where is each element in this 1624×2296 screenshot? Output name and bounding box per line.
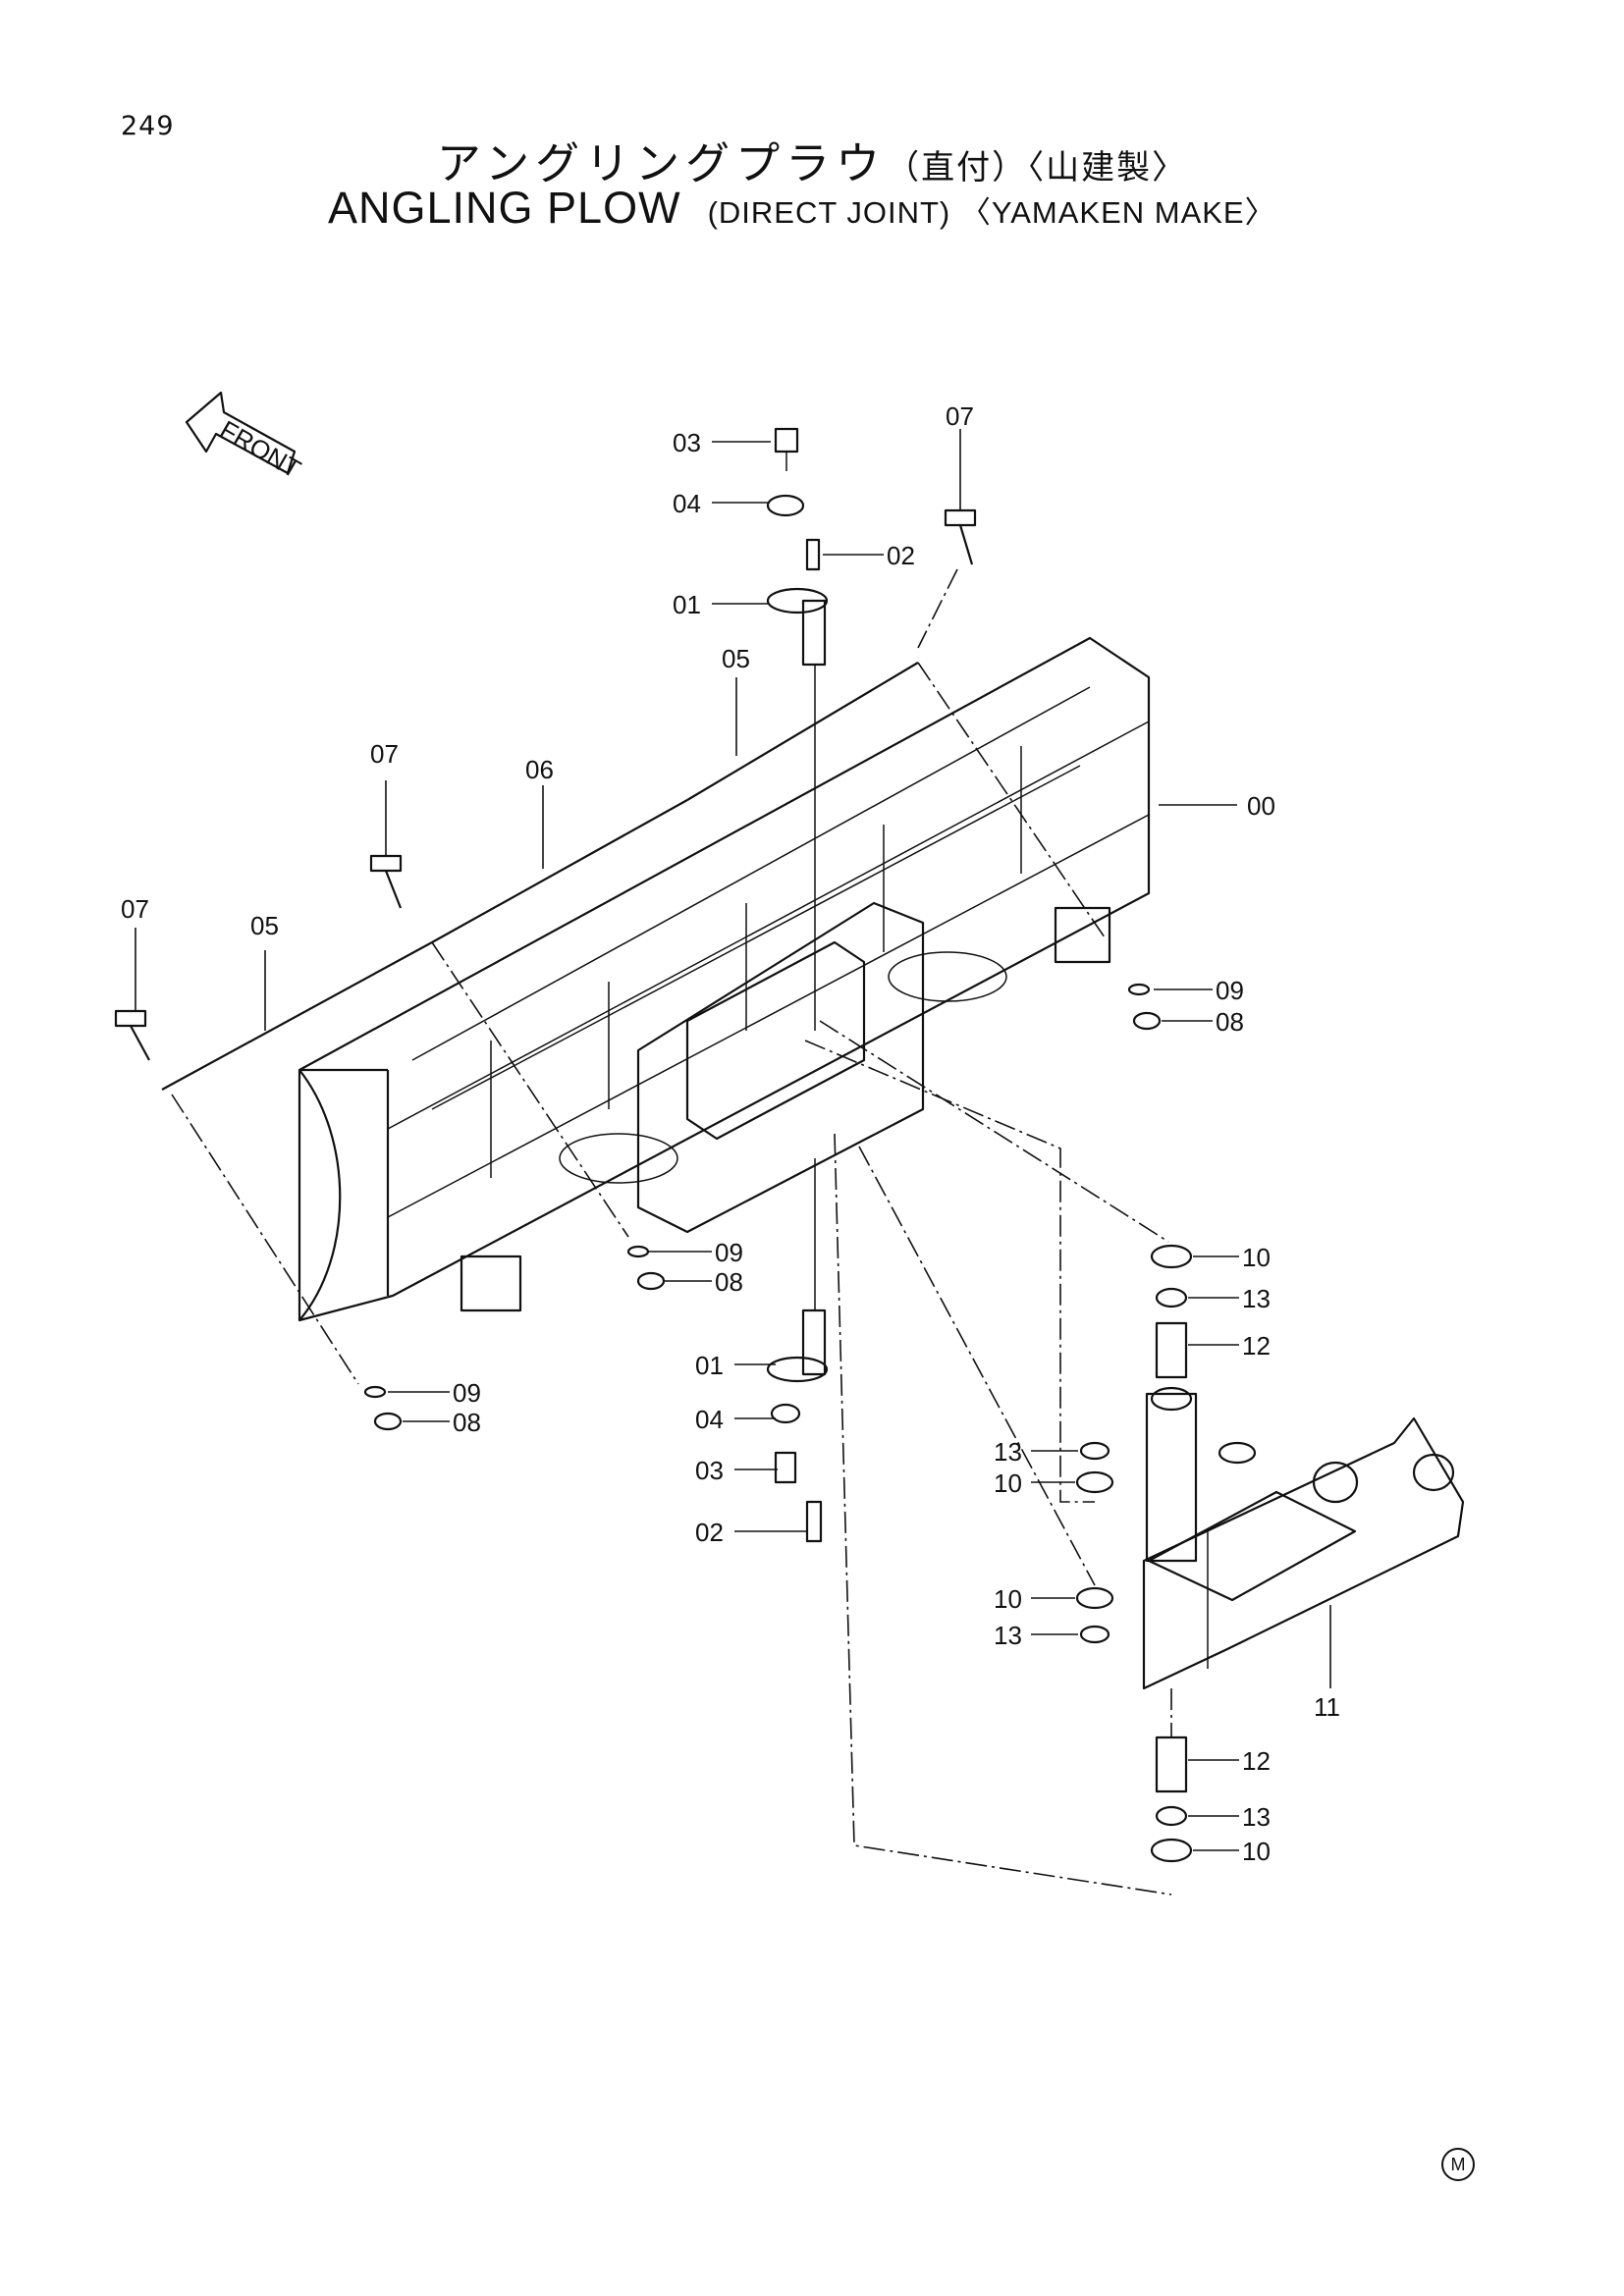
callout-09-right: 09 [1216, 976, 1244, 1005]
title-japanese-suffix: （直付）〈山建製〉 [886, 148, 1188, 187]
manufacturer-mark-icon: M [1441, 2148, 1475, 2181]
center-pin-assembly-bottom [766, 1158, 829, 1543]
cutting-edge-strips [161, 662, 1106, 1385]
callout-09-left: 09 [453, 1378, 481, 1408]
callout-06: 06 [525, 755, 554, 784]
callout-12-a: 12 [1242, 1331, 1271, 1361]
callout-01-bottom: 01 [695, 1351, 724, 1380]
callout-13-a: 13 [1242, 1284, 1271, 1313]
page-number: 249 [121, 111, 175, 141]
callout-02-bottom: 02 [695, 1518, 724, 1547]
callout-04-bottom: 04 [695, 1405, 724, 1434]
callout-10-c: 10 [994, 1584, 1022, 1614]
callout-08-middle: 08 [715, 1267, 743, 1297]
callout-05-right: 05 [722, 644, 750, 673]
callout-08-right: 08 [1216, 1007, 1244, 1037]
callout-01-top: 01 [673, 590, 701, 619]
plow-bolt-left [114, 1009, 150, 1061]
title-japanese: アングリングプラウ（直付）〈山建製〉 [0, 128, 1624, 191]
nuts-and-washers [363, 983, 1162, 1431]
callout-10-b: 10 [994, 1468, 1022, 1498]
callout-09-middle: 09 [715, 1238, 743, 1267]
callout-07-right: 07 [946, 401, 974, 431]
assembly-guide-lines [804, 568, 1172, 1896]
plow-frame [1142, 1392, 1465, 1690]
leader-lines [135, 429, 1331, 1851]
callout-05-left: 05 [250, 911, 279, 940]
callout-10-d: 10 [1242, 1837, 1271, 1866]
callout-13-b: 13 [994, 1437, 1022, 1467]
plow-bolt-middle [369, 854, 403, 909]
blade-moldboard [298, 636, 1151, 1322]
center-pin-assembly-top [766, 427, 829, 1031]
callout-12-b: 12 [1242, 1746, 1271, 1776]
callout-07-left: 07 [121, 894, 149, 924]
callout-08-left: 08 [453, 1408, 481, 1437]
title-english: ANGLING PLOW (DIRECT JOINT) 〈YAMAKEN MAK… [328, 183, 1276, 234]
callout-04-top: 04 [673, 489, 701, 518]
callout-03-bottom: 03 [695, 1456, 724, 1485]
callout-00: 00 [1247, 791, 1275, 821]
callout-13-c: 13 [994, 1621, 1022, 1650]
callout-07-middle: 07 [370, 739, 399, 769]
callout-11: 11 [1314, 1692, 1340, 1722]
plow-bolt-right [944, 508, 977, 565]
callout-10-a: 10 [1242, 1243, 1271, 1272]
callout-03-top: 03 [673, 428, 701, 457]
title-english-suffix: (DIRECT JOINT) 〈YAMAKEN MAKE〉 [707, 195, 1276, 230]
title-japanese-main: アングリングプラウ [436, 137, 887, 189]
bushings-and-shims [1075, 1244, 1193, 1863]
callout-13-d: 13 [1242, 1802, 1271, 1832]
callout-02-top: 02 [887, 541, 915, 570]
title-english-main: ANGLING PLOW [328, 183, 681, 233]
front-arrow-icon: FRONT [185, 391, 306, 484]
